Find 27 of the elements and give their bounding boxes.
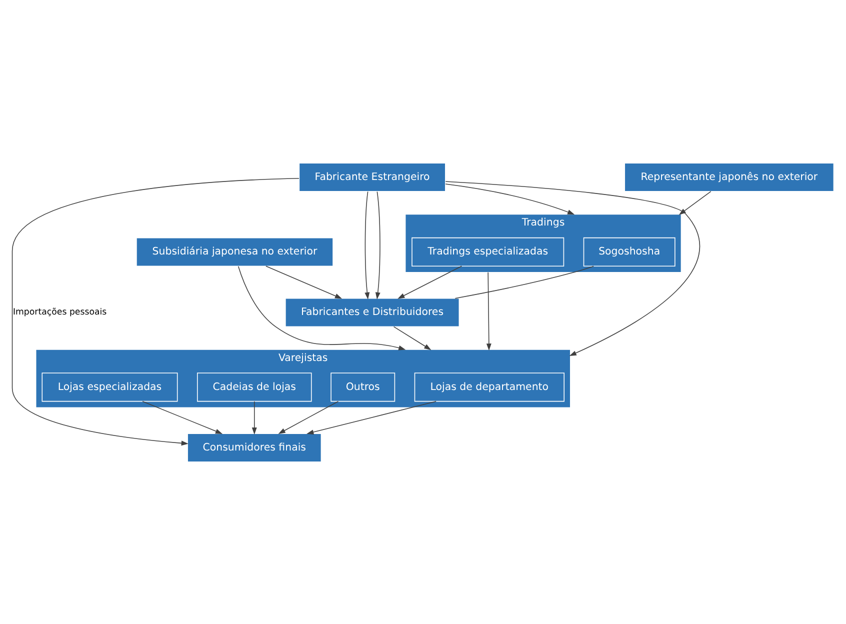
node-box: Outros: [330, 372, 396, 402]
arrow: [445, 180, 700, 356]
node-box: Lojas de departamento: [414, 372, 564, 402]
node-box: Tradings especializadas: [412, 236, 564, 266]
node-box: Representante japonês no exterior: [624, 162, 834, 192]
arrow: [266, 265, 342, 298]
node-box: Cadeias de lojas: [197, 372, 312, 402]
arrow: [398, 265, 462, 298]
arrow: [678, 190, 712, 214]
arrow: [142, 400, 223, 434]
arrow: [278, 400, 339, 434]
arrow: [375, 190, 380, 299]
arrow: [445, 183, 575, 214]
arrow: [393, 326, 432, 350]
arrow: [486, 272, 492, 350]
arrow: [238, 265, 406, 350]
node-box: Fabricantes e Distribuidores: [285, 297, 460, 327]
arrow: [12, 177, 300, 446]
node-box: Consumidores finais: [187, 432, 322, 462]
node-box: Lojas especializadas: [42, 372, 178, 402]
arrow: [364, 190, 370, 299]
node-box: Fabricante Estrangeiro: [298, 162, 446, 192]
connector: [454, 265, 594, 298]
edge-label: Importações pessoais: [12, 307, 107, 318]
node-box: Sogoshosha: [583, 236, 676, 266]
node-box: Subsidiária japonesa no exterior: [136, 236, 334, 266]
arrow: [252, 400, 257, 434]
